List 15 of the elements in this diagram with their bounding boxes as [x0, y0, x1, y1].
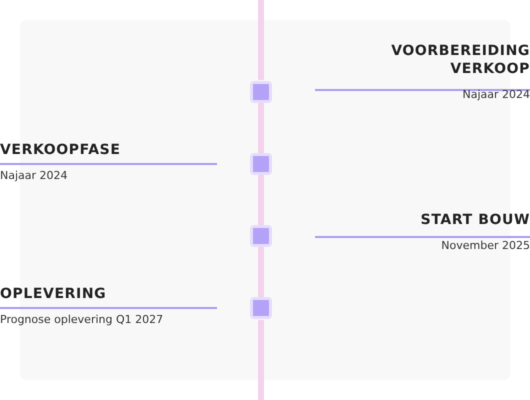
phase-heading: START BOUW [420, 211, 530, 229]
phase-date: Najaar 2024 [462, 88, 530, 101]
timeline-marker [250, 153, 272, 175]
phase-heading: OPLEVERING [0, 285, 106, 303]
timeline-line [258, 103, 264, 153]
phase-date: Prognose oplevering Q1 2027 [0, 313, 164, 326]
timeline-marker [250, 81, 272, 103]
timeline-marker [250, 225, 272, 247]
phase-heading: VERKOOPFASE [0, 141, 121, 159]
timeline-marker [250, 297, 272, 319]
timeline-line [258, 175, 264, 225]
phase-heading: VOORBEREIDING VERKOOP [390, 42, 530, 78]
timeline-line [258, 247, 264, 297]
phase-date: November 2025 [441, 239, 530, 252]
phase-date: Najaar 2024 [0, 169, 68, 182]
